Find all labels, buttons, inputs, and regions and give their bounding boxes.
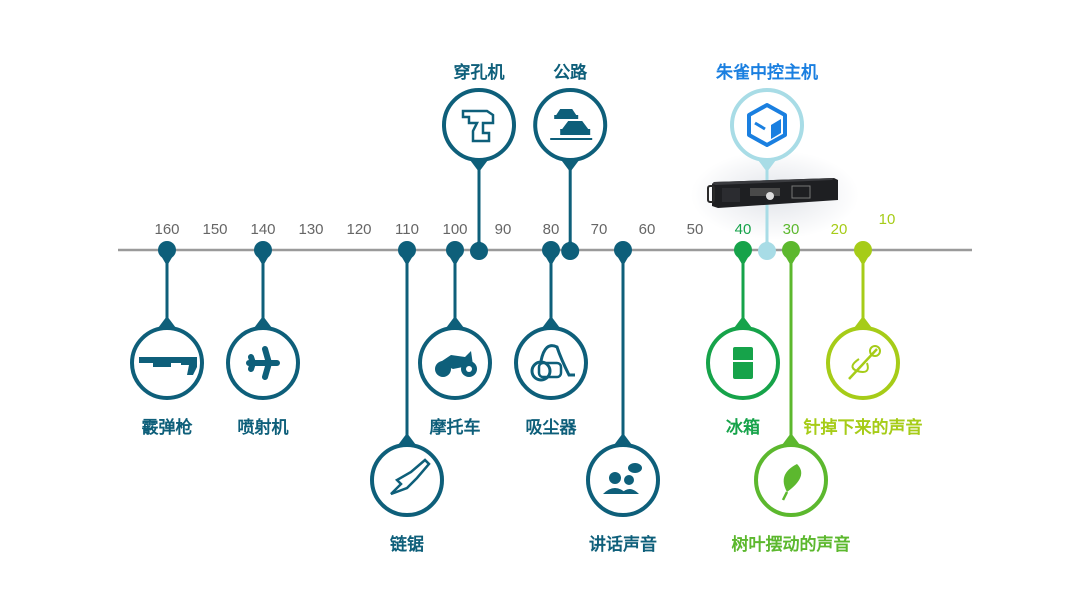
circle-tab (470, 160, 488, 172)
vacuum-icon (530, 344, 575, 382)
cars-icon (550, 109, 593, 140)
axis-tick-label: 70 (590, 221, 608, 238)
circle-tab (158, 316, 176, 328)
needle-icon (848, 345, 881, 380)
label-leaves: 树叶摆动的声音 (731, 535, 851, 555)
marker-jet (226, 241, 300, 400)
shotgun-icon (139, 357, 197, 375)
icon-circle (370, 443, 444, 517)
circle-tab (614, 433, 632, 445)
marker-vacuum (514, 241, 588, 400)
icon-circle (586, 443, 660, 517)
axis-tick-label: 20 (830, 221, 848, 238)
label-shotgun: 霰弹枪 (141, 418, 193, 438)
label-fridge: 冰箱 (726, 418, 760, 438)
marker-chainsaw (370, 241, 444, 517)
cube-logo-icon (747, 103, 787, 147)
circle-tab (561, 160, 580, 172)
axis-tick-label: 80 (542, 221, 560, 238)
label-jet: 喷射机 (237, 418, 289, 438)
refrigerator-icon (733, 347, 753, 379)
axis-tick-label: 90 (494, 221, 512, 238)
marker-road (533, 88, 608, 260)
icon-circle (730, 88, 804, 162)
marker-motorcycle (418, 241, 492, 400)
drill-icon (461, 109, 495, 143)
circle-tab (734, 316, 752, 328)
marker-leaves (754, 241, 828, 517)
circle-tab (398, 433, 416, 445)
label-drill: 穿孔机 (453, 63, 505, 83)
circle-tab (854, 316, 872, 328)
label-motorcycle: 摩托车 (429, 418, 481, 438)
icon-circle (442, 88, 516, 162)
circle-tab (446, 316, 464, 328)
marker-pin (826, 241, 900, 400)
axis-tick-label: 130 (298, 221, 324, 238)
marker-speech (586, 241, 660, 517)
axis-tick-label: 150 (202, 221, 228, 238)
chainsaw-icon (390, 458, 431, 496)
axis-tick-label: 160 (154, 221, 180, 238)
axis-tick-label: 10 (878, 211, 896, 228)
label-chainsaw: 链锯 (390, 535, 424, 555)
label-vacuum: 吸尘器 (525, 418, 577, 438)
label-road: 公路 (553, 63, 588, 83)
circle-tab (254, 316, 272, 328)
axis-tick-label: 60 (638, 221, 656, 238)
axis-tick-label: 40 (734, 221, 752, 238)
motorcycle-icon (435, 351, 477, 377)
marker-drill (442, 88, 516, 260)
controller-device-image (707, 178, 838, 208)
label-pin: 针掉下来的声音 (803, 418, 923, 438)
people-talking-icon (603, 463, 642, 494)
marker-fridge (706, 241, 780, 400)
marker-zhuque (730, 88, 804, 260)
circle-tab (758, 160, 776, 172)
label-zhuque: 朱雀中控主机 (716, 63, 818, 83)
axis-tick-label: 120 (346, 221, 372, 238)
leaf-icon (781, 464, 802, 501)
axis-tick-label: 50 (686, 221, 704, 238)
axis-tick-label: 30 (782, 221, 800, 238)
axis-tick-label: 100 (442, 221, 468, 238)
label-speech: 讲话声音 (589, 535, 657, 555)
airplane-icon (246, 346, 280, 380)
circle-tab (782, 433, 800, 445)
marker-shotgun (130, 241, 204, 400)
circle-tab (542, 316, 560, 328)
axis-tick-label: 110 (395, 221, 419, 238)
axis-tick-label: 140 (250, 221, 276, 238)
